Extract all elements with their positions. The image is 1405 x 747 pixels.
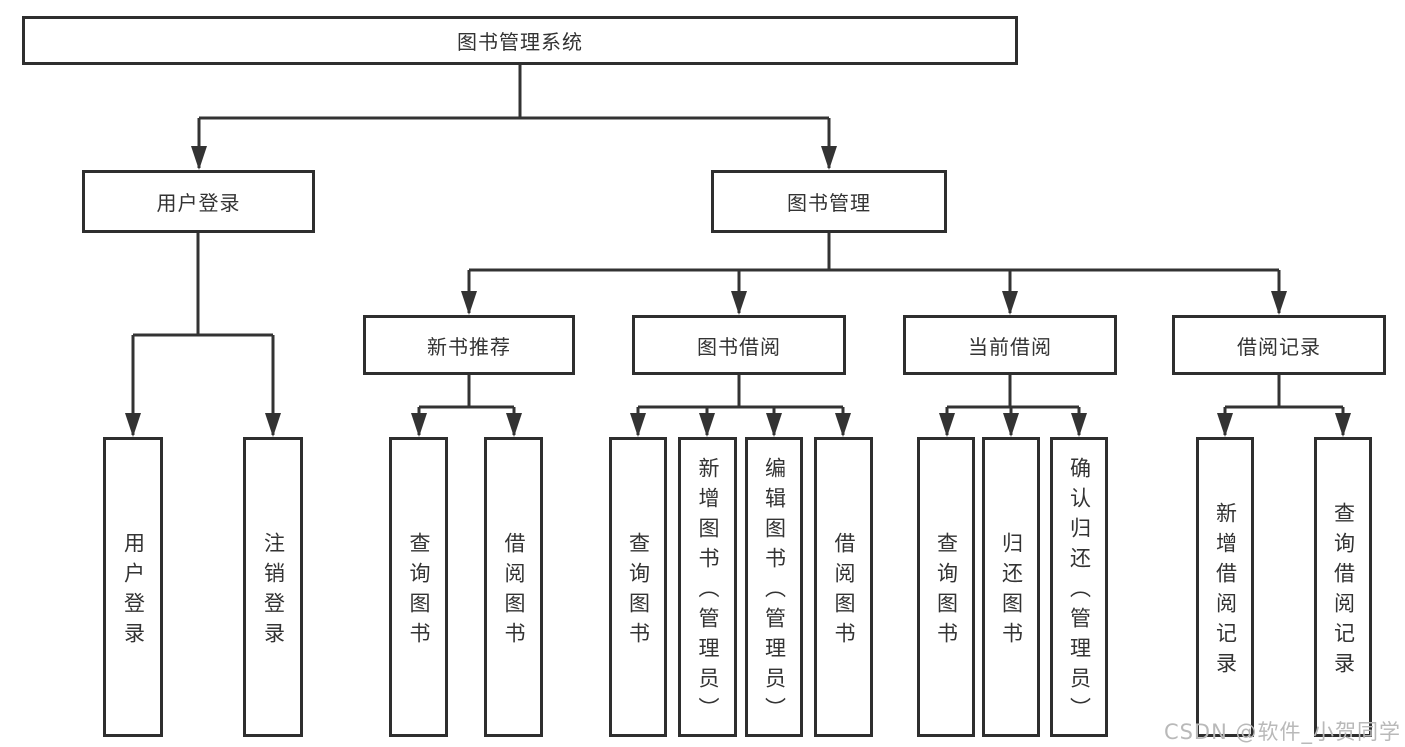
node-label: 图书管理系统 — [457, 30, 583, 54]
node-book-management: 图书管理 — [711, 170, 947, 233]
leaf-query-books: 查询图书 — [609, 437, 667, 737]
arrowhead — [125, 413, 141, 437]
node-borrow-records: 借阅记录 — [1172, 315, 1386, 375]
node-new-book-recommend: 新书推荐 — [363, 315, 575, 375]
leaf-logout: 注销登录 — [243, 437, 303, 737]
arrowhead — [191, 146, 207, 170]
arrowhead — [1335, 413, 1351, 437]
leaf-borrow-books: 借阅图书 — [814, 437, 873, 737]
leaf-label: 查询图书 — [407, 531, 431, 652]
connector-newbooks-to-leaves — [417, 375, 516, 435]
leaf-query-books: 查询图书 — [917, 437, 975, 737]
leaf-label: 查询图书 — [626, 531, 651, 652]
arrowhead — [699, 413, 715, 437]
leaf-label: 新增借阅记录 — [1213, 501, 1238, 682]
node-label: 新书推荐 — [427, 334, 511, 359]
arrowhead — [821, 146, 837, 170]
connector-borrowrecords-to-leaves — [1223, 375, 1345, 435]
connector-bookborrow-to-leaves — [636, 375, 845, 435]
connector-bookmgmt-to-level3 — [467, 233, 1281, 313]
arrowhead — [1217, 413, 1233, 437]
leaf-label: 新增图书（管理员） — [696, 456, 720, 727]
node-book-borrow: 图书借阅 — [632, 315, 846, 375]
connector-root-to-level2 — [197, 65, 831, 168]
arrowhead — [731, 291, 747, 315]
arrowhead — [265, 413, 281, 437]
csdn-watermark: CSDN @软件_小贺同学 — [1163, 720, 1401, 744]
arrowhead — [766, 413, 782, 437]
leaf-add-borrow-record: 新增借阅记录 — [1196, 437, 1254, 737]
leaf-confirm-return-admin: 确认归还（管理员） — [1050, 437, 1108, 737]
node-user-login: 用户登录 — [82, 170, 315, 233]
node-label: 图书借阅 — [697, 334, 781, 359]
arrowhead — [411, 413, 427, 437]
leaf-label: 借阅图书 — [502, 531, 526, 652]
leaf-label: 用户登录 — [121, 531, 146, 652]
node-label: 当前借阅 — [968, 334, 1052, 359]
node-root-system: 图书管理系统 — [22, 16, 1018, 65]
arrowhead — [506, 413, 522, 437]
connector-userlogin-to-leaves — [131, 233, 275, 435]
leaf-label: 注销登录 — [261, 531, 286, 652]
arrowhead — [939, 413, 955, 437]
node-current-borrow: 当前借阅 — [903, 315, 1117, 375]
leaf-user-login: 用户登录 — [103, 437, 163, 737]
arrowhead — [1003, 413, 1019, 437]
node-label: 借阅记录 — [1237, 334, 1321, 359]
leaf-edit-books-admin: 编辑图书（管理员） — [745, 437, 803, 737]
leaf-label: 归还图书 — [999, 531, 1024, 652]
leaf-label: 借阅图书 — [832, 531, 856, 652]
arrowhead — [461, 291, 477, 315]
leaf-borrow-books: 借阅图书 — [484, 437, 543, 737]
leaf-label: 查询借阅记录 — [1331, 501, 1356, 682]
arrowhead — [1271, 291, 1287, 315]
leaf-add-books-admin: 新增图书（管理员） — [678, 437, 737, 737]
leaf-label: 编辑图书（管理员） — [762, 456, 787, 727]
node-label: 图书管理 — [787, 191, 871, 215]
leaf-query-borrow-record: 查询借阅记录 — [1314, 437, 1372, 737]
arrowhead — [835, 413, 851, 437]
arrowhead — [1071, 413, 1087, 437]
leaf-return-books: 归还图书 — [982, 437, 1040, 737]
node-label: 用户登录 — [156, 191, 241, 215]
leaf-label: 查询图书 — [934, 531, 959, 652]
arrowhead — [630, 413, 646, 437]
leaf-query-books: 查询图书 — [389, 437, 448, 737]
arrowhead — [1002, 291, 1018, 315]
leaf-label: 确认归还（管理员） — [1067, 456, 1092, 727]
